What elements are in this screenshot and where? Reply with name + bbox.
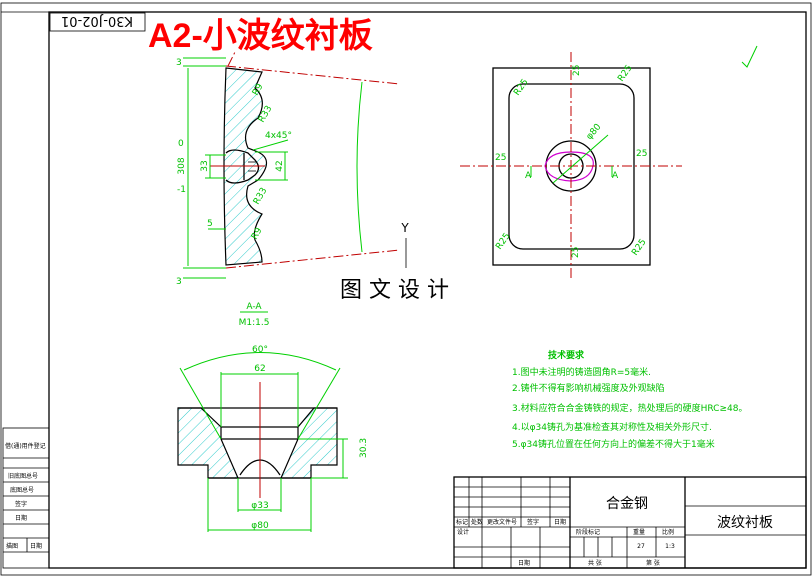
side-strip-label: 借(通)用件登记 — [5, 442, 46, 450]
dim-label: 25 — [572, 65, 582, 76]
dim-label: 308 — [177, 157, 187, 174]
surface-finish-icon — [741, 45, 758, 68]
drawing-number-box: K30-J02-01 — [49, 12, 146, 32]
dim-label: φ80 — [251, 521, 269, 531]
side-strip-label: 描图 — [6, 542, 18, 550]
technical-requirements: 技术要求 1.图中未注明的铸造圆角R=5毫米. 2.铸件不得有影响机械强度及外观… — [512, 349, 747, 450]
dim-label: 3 — [176, 58, 182, 68]
scale-value: 1:3 — [665, 543, 675, 550]
sheet-number: 第 张 — [646, 559, 660, 567]
dim-label: 5 — [207, 219, 213, 229]
front-view: 3 308 0 -1 33 5 R9 R33 4x45° 42 R33 R9 3 — [176, 51, 401, 287]
section-scale: M1:1.5 — [239, 318, 270, 328]
tech-heading: 技术要求 — [548, 349, 585, 361]
section-mark: A — [612, 171, 619, 181]
drawing-title: A2-小波纹衬板 — [148, 17, 373, 55]
dim-label: 25 — [636, 149, 647, 159]
dim-label: R25 — [512, 77, 530, 97]
stage-mark-label: 阶段标记 — [576, 528, 600, 536]
part-name: 波纹衬板 — [717, 515, 773, 531]
title-block-header: 标记 — [456, 518, 468, 526]
side-strip-label: 底图总号 — [10, 486, 34, 494]
inner-frame — [48, 11, 807, 569]
drawing-number: K30-J02-01 — [61, 13, 133, 28]
dim-label: 0 — [178, 139, 184, 149]
dim-label: φ80 — [585, 122, 604, 142]
tech-item: 1.图中未注明的铸造圆角R=5毫米. — [512, 366, 651, 378]
scale-label: 比例 — [662, 528, 674, 536]
axis-marker: Y — [400, 221, 409, 268]
side-strip-label: 旧底图总号 — [8, 472, 38, 480]
side-strip-label: 日期 — [30, 542, 42, 550]
weight-label: 重量 — [633, 528, 645, 536]
title-block-header: 签字 — [527, 518, 539, 526]
title-block-header: 更改文件号 — [487, 518, 517, 526]
section-label: A-A — [246, 302, 262, 312]
dim-label: 25 — [495, 153, 506, 163]
title-block-header: 处数 — [471, 518, 483, 526]
dim-label: 62 — [254, 364, 265, 374]
side-strip-label: 日期 — [15, 514, 27, 522]
material: 合金钢 — [606, 496, 648, 512]
tech-item: 3.材料应符合合金铸铁的规定，热处理后的硬度HRC≥48。 — [512, 402, 747, 414]
dim-label: 3 — [176, 277, 182, 287]
weight-value: 27 — [637, 543, 645, 550]
dim-label: 4x45° — [265, 131, 292, 141]
title-block-header: 日期 — [554, 518, 566, 526]
dim-label: 42 — [275, 160, 285, 171]
design-label: 设计 — [457, 528, 469, 536]
watermark: 图 文 设 计 — [340, 278, 449, 303]
tech-item: 4.以φ34铸孔为基准检查其对称性及相关外形尺寸. — [512, 421, 712, 433]
axis-label: Y — [400, 221, 409, 235]
side-strip: 借(通)用件登记 旧底图总号 底图总号 签字 日期 描图 日期 — [2, 427, 50, 569]
title-block: 标记 处数 更改文件号 签字 日期 设计 日期 阶段标记 重量 比例 27 1:… — [453, 476, 807, 569]
dim-label: 25 — [571, 247, 581, 258]
dim-label: φ33 — [251, 501, 268, 511]
side-strip-label: 签字 — [15, 500, 27, 508]
dim-label: R33 — [252, 186, 270, 206]
sheets-total: 共 张 — [588, 559, 602, 567]
dim-label: 33 — [200, 160, 210, 171]
dim-label: -1 — [177, 185, 186, 195]
top-view: A A 25 R25 R25 φ80 25 25 R25 R25 25 — [460, 52, 682, 278]
tech-item: 5.φ34铸孔位置在任何方向上的偏差不得大于1毫米 — [512, 438, 715, 450]
approve-date-label: 日期 — [518, 559, 530, 567]
dim-label: 30.3 — [359, 438, 369, 458]
dim-label: 60° — [252, 345, 268, 355]
tech-item: 2.铸件不得有影响机械强度及外观缺陷 — [512, 382, 665, 394]
section-view: A-A M1:1.5 60° 62 φ33 φ80 30.3 — [177, 302, 369, 532]
dim-label: R25 — [494, 231, 512, 251]
dim-label: R25 — [616, 63, 634, 83]
section-mark: A — [525, 171, 532, 181]
